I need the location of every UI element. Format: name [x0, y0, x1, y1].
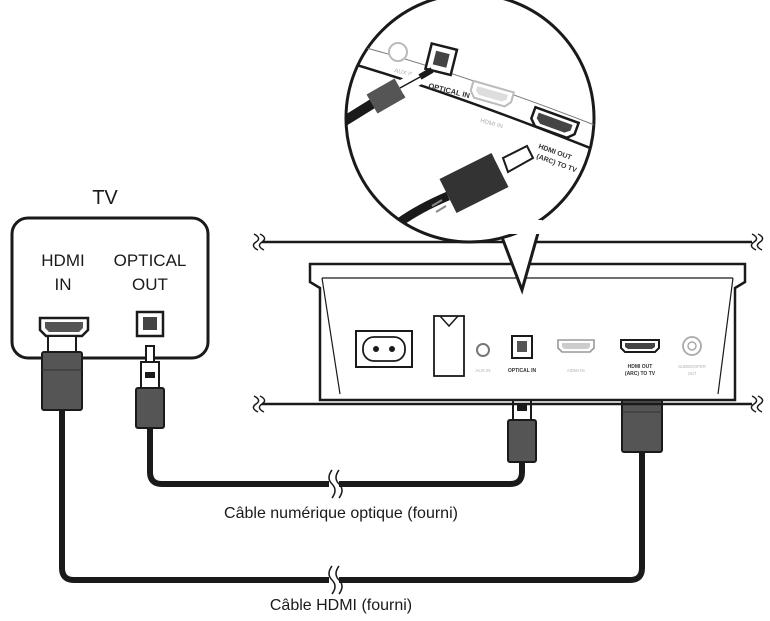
tv-hdmi-port: [38, 316, 90, 338]
tv-hdmi-label-line2: IN: [55, 275, 72, 294]
mounting-slot: [433, 315, 465, 377]
tv-hdmi-plug: [41, 335, 83, 411]
aux-in-label: AUX IN: [475, 368, 490, 373]
subwoofer-label-line2: OUT: [688, 371, 697, 376]
optical-cable-break-mark: [328, 469, 343, 499]
callout-hdmi-plug: [397, 143, 536, 226]
callout-hdmi-in-port: [469, 79, 516, 108]
aux-in-port: [476, 343, 490, 357]
subwoofer-label-line1: SUBWOOFER: [678, 364, 705, 369]
hdmi-cable-caption: Câble HDMI (fourni): [270, 597, 412, 614]
tv-title: TV: [92, 187, 118, 209]
callout-optical-in-port: [423, 41, 459, 77]
tv-optical-plug: [135, 345, 165, 429]
hdmi-cable-break-mark: [328, 565, 343, 595]
callout-zoom-content: AUX IN OPTICAL IN HDMI IN HDMI OUT (ARC)…: [346, 39, 594, 226]
callout-optical-plug: [346, 67, 434, 135]
callout-hdmi-out-port: [529, 105, 581, 140]
optical-in-label: OPTICAL IN: [508, 368, 537, 374]
hdmi-cable-line: [59, 410, 645, 583]
hdmi-out-label-line2: (ARC) TO TV: [625, 371, 656, 377]
hdmi-in-label: HDMI IN: [567, 368, 584, 373]
callout-aux-in-label: AUX IN: [394, 68, 415, 79]
tv-hdmi-label-line1: HDMI: [41, 251, 84, 270]
soundbar-rear-panel: [308, 262, 747, 402]
tv-optical-port: [135, 310, 165, 338]
power-socket: [355, 330, 413, 368]
tv-box: [10, 216, 210, 360]
hdmi-out-arc-port: [620, 339, 660, 353]
hdmi-in-port: [557, 339, 595, 353]
soundbar-break-marks: [252, 233, 764, 413]
subwoofer-out-port: [682, 336, 702, 356]
tv-optical-label-line1: OPTICAL: [114, 251, 187, 270]
tv-optical-label-line2: OUT: [132, 275, 168, 294]
optical-in-port: [511, 335, 533, 359]
optical-cable-caption: Câble numérique optique (fourni): [224, 505, 458, 522]
hdmi-out-label-line1: HDMI OUT: [628, 364, 653, 370]
